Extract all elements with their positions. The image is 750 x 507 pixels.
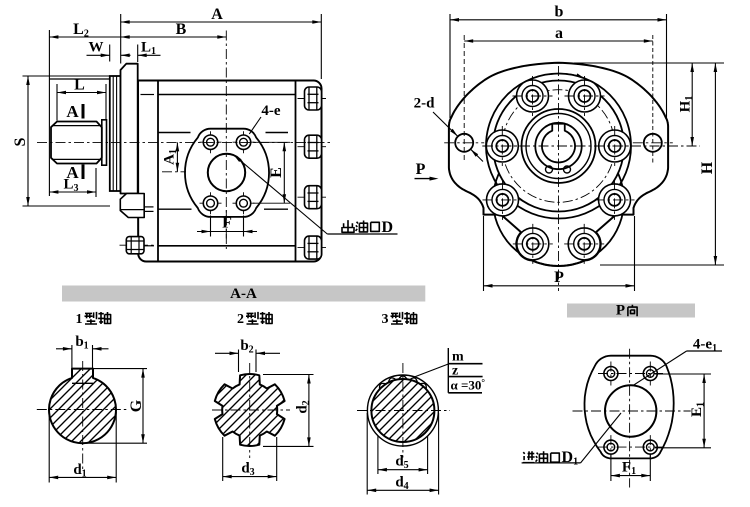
svg-text:1: 1 [76,312,83,327]
svg-text:z: z [452,364,458,379]
svg-text:D: D [382,219,394,236]
svg-text:W: W [89,40,104,56]
svg-text:F: F [222,215,232,232]
svg-text:3: 3 [382,312,389,327]
svg-text:L: L [74,77,85,94]
svg-text:A-A: A-A [230,286,257,302]
svg-text:2: 2 [237,312,244,327]
svg-text:P: P [616,303,625,319]
svg-text:a: a [555,25,563,42]
svg-text:P: P [416,161,426,178]
svg-text:P: P [554,269,564,286]
svg-text:4-e1: 4-e1 [693,337,717,355]
svg-text:4-e: 4-e [261,103,280,119]
svg-text:E: E [268,167,285,178]
svg-text:A: A [66,163,79,182]
svg-text:A: A [66,102,79,121]
svg-text:b: b [555,4,564,21]
svg-text:H: H [699,161,716,174]
svg-text:B: B [176,21,187,38]
svg-text:α =30°: α =30° [451,378,486,393]
svg-text:A: A [211,6,223,23]
svg-text:G: G [128,399,145,412]
svg-text:2-d: 2-d [414,96,435,112]
svg-text:S: S [12,137,29,146]
svg-text:m: m [452,350,464,365]
